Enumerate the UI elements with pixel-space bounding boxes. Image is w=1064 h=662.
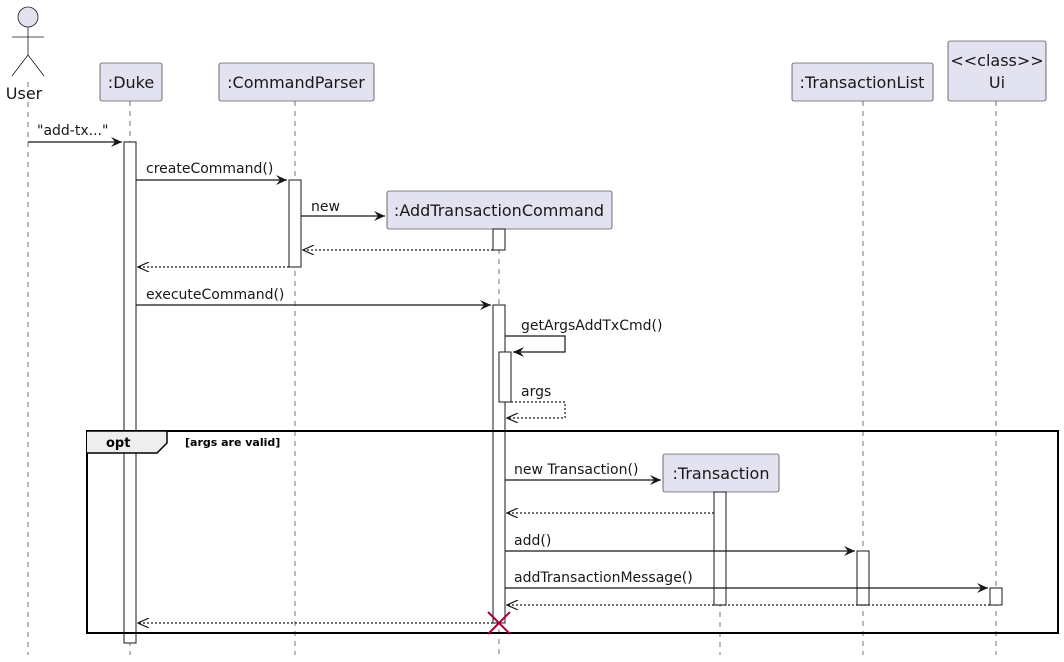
- activation-duke: [123, 141, 137, 644]
- activation-transaction-list: [856, 550, 870, 606]
- return-args-arrow: [507, 401, 566, 418]
- participant-duke-label: :Duke: [108, 73, 154, 92]
- participant-ui-box: [947, 40, 1047, 102]
- participant-ui-label: Ui: [989, 73, 1005, 92]
- message-get-args-label: getArgsAddTxCmd(): [521, 318, 662, 334]
- activation-add-command-nested: [498, 351, 512, 403]
- message-add-tx-label: "add-tx...": [37, 123, 108, 139]
- participant-transaction-list-box: [791, 62, 934, 102]
- opt-frame: [86, 430, 1059, 634]
- message-new-label: new: [311, 199, 340, 215]
- participant-transaction-list-label: :TransactionList: [800, 73, 925, 92]
- user-actor-icon: [11, 6, 45, 77]
- opt-frame-guard: [args are valid]: [185, 436, 280, 449]
- activation-add-command-created: [492, 228, 506, 251]
- destroy-x-icon: [487, 611, 511, 635]
- message-execute-command-label: executeCommand(): [146, 287, 284, 303]
- message-new-transaction-label: new Transaction(): [514, 462, 638, 478]
- participant-command-parser-box: [218, 62, 375, 102]
- activation-command-parser: [288, 179, 302, 268]
- participant-transaction-label: :Transaction: [673, 464, 770, 483]
- participant-ui-stereotype: <<class>>: [950, 51, 1043, 70]
- user-label: User: [6, 84, 43, 103]
- return-args-label: args: [521, 384, 551, 400]
- message-create-command-label: createCommand(): [146, 161, 273, 177]
- opt-frame-tab: [87, 430, 168, 454]
- participant-add-transaction-command-label: :AddTransactionCommand: [394, 201, 604, 220]
- participant-command-parser-label: :CommandParser: [227, 73, 365, 92]
- message-get-args-arrow: [505, 335, 566, 357]
- message-add-label: add(): [514, 533, 551, 549]
- activation-ui: [989, 587, 1003, 606]
- participant-duke-box: [99, 62, 163, 102]
- opt-frame-kind: opt: [106, 436, 130, 451]
- message-add-transaction-message-label: addTransactionMessage(): [514, 570, 693, 586]
